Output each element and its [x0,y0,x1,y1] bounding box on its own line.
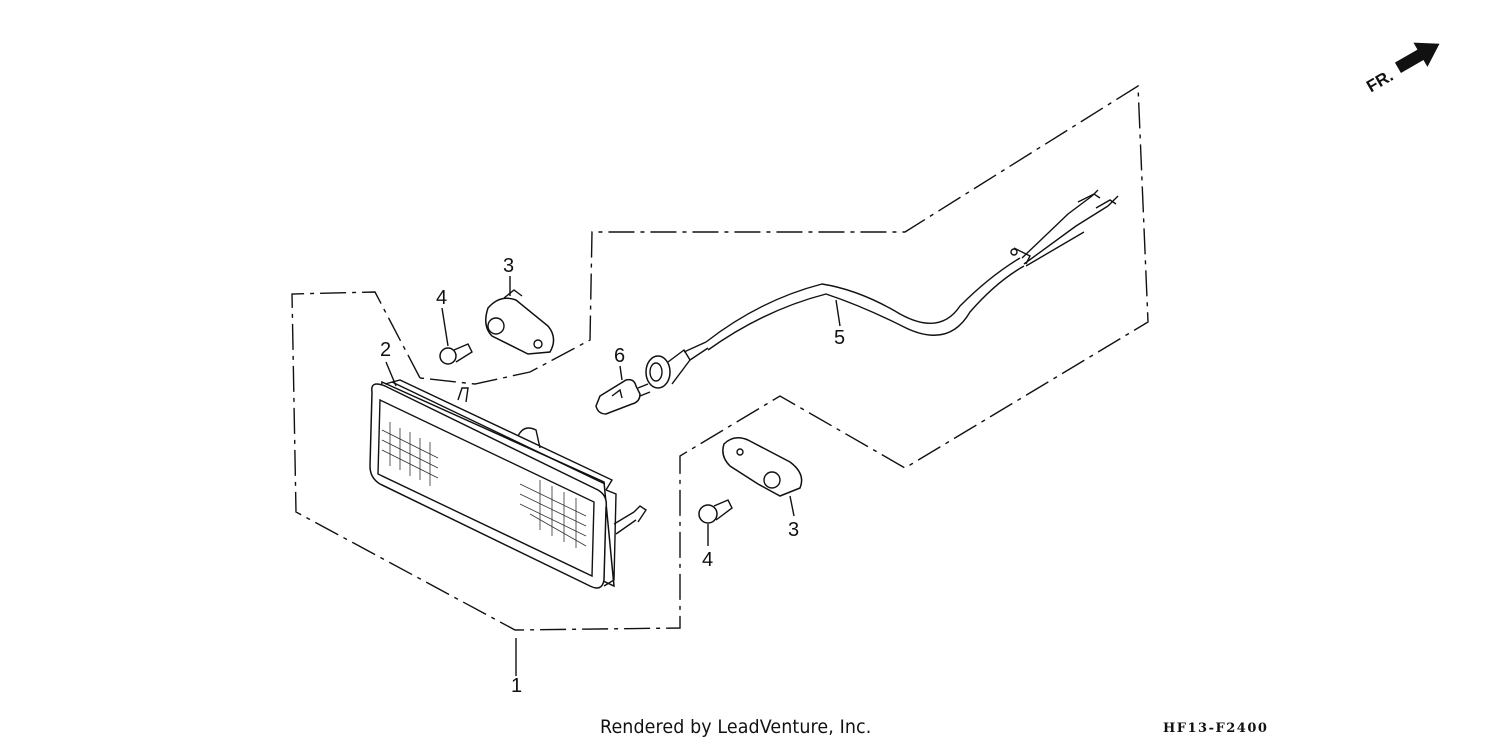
callout-part-3-lower: 3 [788,519,799,541]
lower-grommet [698,499,733,524]
leader-lines [385,276,841,676]
callout-part-3-upper: 3 [503,255,514,277]
callout-part-6: 6 [614,345,625,367]
headlight-lens [369,379,647,589]
callout-part-4-upper: 4 [436,287,447,309]
upper-bracket [485,289,555,355]
figure-code: HF13-F2400 [1163,721,1269,736]
front-direction-indicator: FR. [1363,42,1440,96]
callout-part-4-lower: 4 [702,549,713,571]
render-credit: Rendered by LeadVenture, Inc. [600,716,872,738]
assembly-boundary-lines [291,84,1149,631]
lower-bracket [722,437,803,497]
socket-harness [645,189,1119,389]
callout-numbers: 1 2 3 3 4 4 5 6 [380,255,845,697]
callout-part-5: 5 [834,327,845,349]
callout-part-1: 1 [511,675,522,697]
bulb [595,378,651,415]
direction-label: FR. [1363,66,1396,96]
upper-grommet [439,343,473,365]
direction-arrow-icon [1394,42,1440,73]
callout-part-2: 2 [380,339,391,361]
